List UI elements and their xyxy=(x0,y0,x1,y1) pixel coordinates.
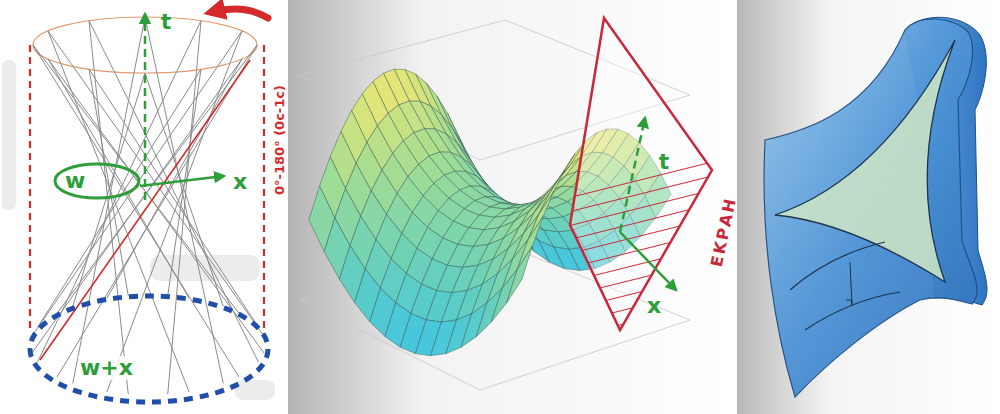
cylinder-edge xyxy=(263,45,265,335)
dashed-ellipse-region: w+x xyxy=(30,296,268,402)
region-label: w+x xyxy=(78,356,135,380)
geodesic-line xyxy=(790,242,885,290)
ruling-lines xyxy=(32,17,265,394)
surface-patch xyxy=(507,246,533,303)
ruling-line xyxy=(32,31,242,337)
x-axis-arrow xyxy=(140,176,224,186)
axis-label: x xyxy=(647,295,661,317)
t-axis-arrow xyxy=(144,14,147,200)
right-angle-mark xyxy=(846,262,852,306)
ruling-line xyxy=(89,21,128,395)
hatch-line xyxy=(560,272,720,312)
surface-patch xyxy=(528,191,554,240)
ruling-line xyxy=(57,45,257,313)
ruling-line xyxy=(107,59,242,298)
angle-range-label: 0°-180° (0c-1c) xyxy=(273,85,286,195)
hatch-line xyxy=(560,314,720,354)
ellipse-outline xyxy=(55,164,139,198)
axis-label: t xyxy=(161,11,172,33)
rotation-arrow xyxy=(212,9,268,18)
panel-background xyxy=(288,0,736,414)
hatch-line xyxy=(560,286,720,326)
plane-hatching xyxy=(560,160,720,354)
x-axis-arrow xyxy=(620,232,676,290)
ellipse-region: w xyxy=(55,164,139,198)
hatch-line xyxy=(560,300,720,340)
ruling-line xyxy=(73,17,145,384)
t-axis-arrow xyxy=(620,118,645,232)
ruling-line xyxy=(89,21,259,363)
ruling-line xyxy=(48,31,264,337)
section-plane xyxy=(570,18,712,330)
hyperbolic-surface xyxy=(764,19,977,397)
geodesic-line xyxy=(805,292,900,330)
surface-patch xyxy=(517,216,543,269)
surface-patch xyxy=(492,269,518,322)
ruling-line xyxy=(33,45,239,313)
ruling-line xyxy=(37,21,201,363)
ruling-line xyxy=(145,73,223,306)
ruling-line xyxy=(168,21,201,395)
ruling-line xyxy=(107,31,242,392)
region-label: w xyxy=(63,169,87,193)
cylinder-edge xyxy=(29,45,31,330)
panel-background xyxy=(737,0,1000,414)
ruling-line xyxy=(89,69,259,327)
ruling-line xyxy=(57,45,257,377)
ellipse-outline xyxy=(30,296,268,402)
axis-label: x xyxy=(233,171,247,193)
ruling-line xyxy=(37,69,201,327)
ruling-line xyxy=(48,31,189,392)
ellipse-outline xyxy=(30,296,268,402)
surface-patch xyxy=(539,170,565,214)
background-smudge xyxy=(2,60,275,400)
hyperbolic-triangle xyxy=(775,40,955,282)
axis-label: t xyxy=(659,151,670,173)
ruling-line xyxy=(145,17,223,384)
